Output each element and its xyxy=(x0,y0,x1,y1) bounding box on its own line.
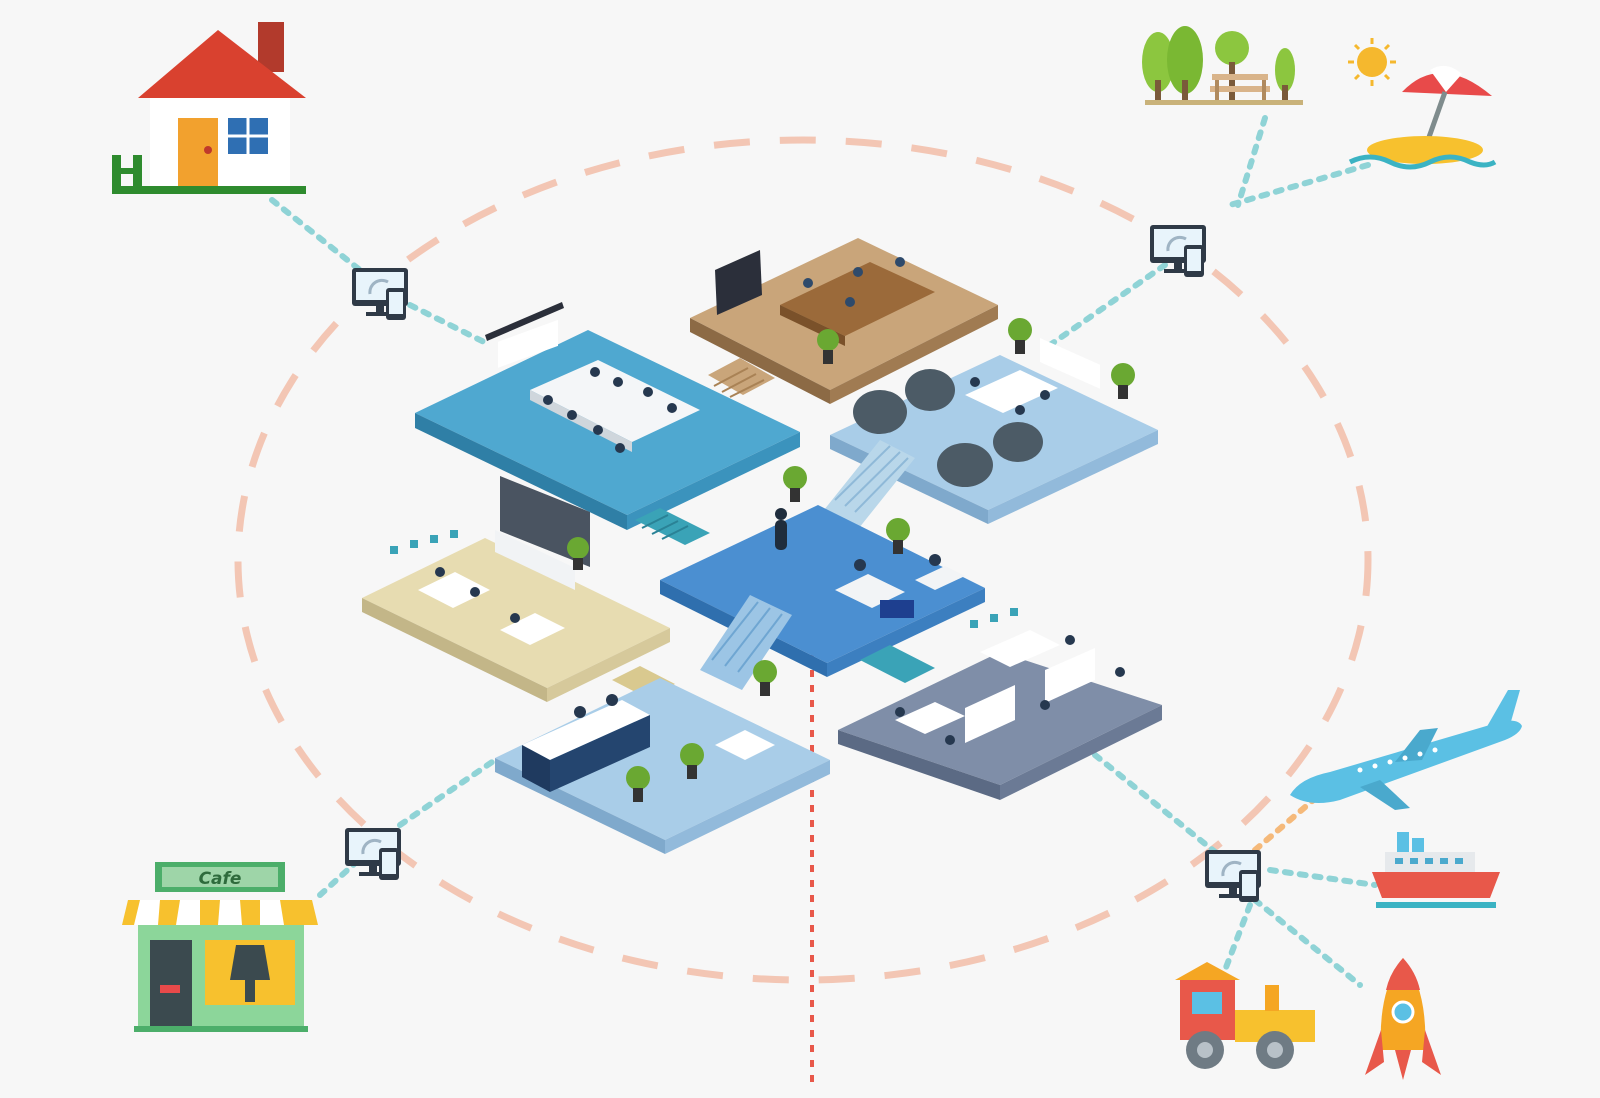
device-travel xyxy=(1205,850,1261,902)
ship-icon xyxy=(1372,832,1500,908)
person-icon xyxy=(775,520,787,550)
device-outdoor xyxy=(1150,225,1206,277)
workstations xyxy=(838,608,1162,800)
device-cafe xyxy=(345,828,401,880)
office-boundary-ring xyxy=(234,136,1372,984)
board-room xyxy=(690,238,998,404)
house-icon xyxy=(112,22,306,194)
device-home xyxy=(352,268,408,320)
reception-desk-icon xyxy=(522,745,550,792)
meeting-room xyxy=(415,302,800,545)
cafe-sign-text: Cafe xyxy=(199,869,242,889)
escalator-lower xyxy=(700,595,935,690)
beach-umbrella-icon xyxy=(1348,38,1497,170)
isometric-office-building xyxy=(362,238,1162,854)
tv-screen-icon xyxy=(715,250,762,315)
airplane-icon xyxy=(1290,690,1522,810)
cubicle-icon xyxy=(965,685,1015,743)
rocket-icon xyxy=(1365,958,1441,1080)
toy-train-icon xyxy=(1175,962,1315,1069)
cafe-storefront-icon: Cafe xyxy=(122,862,318,1032)
park-icon xyxy=(1142,26,1303,105)
open-desks xyxy=(362,476,675,702)
reception xyxy=(495,660,830,854)
bean-bag-icon xyxy=(853,369,1043,487)
escalator-icon xyxy=(820,440,915,533)
